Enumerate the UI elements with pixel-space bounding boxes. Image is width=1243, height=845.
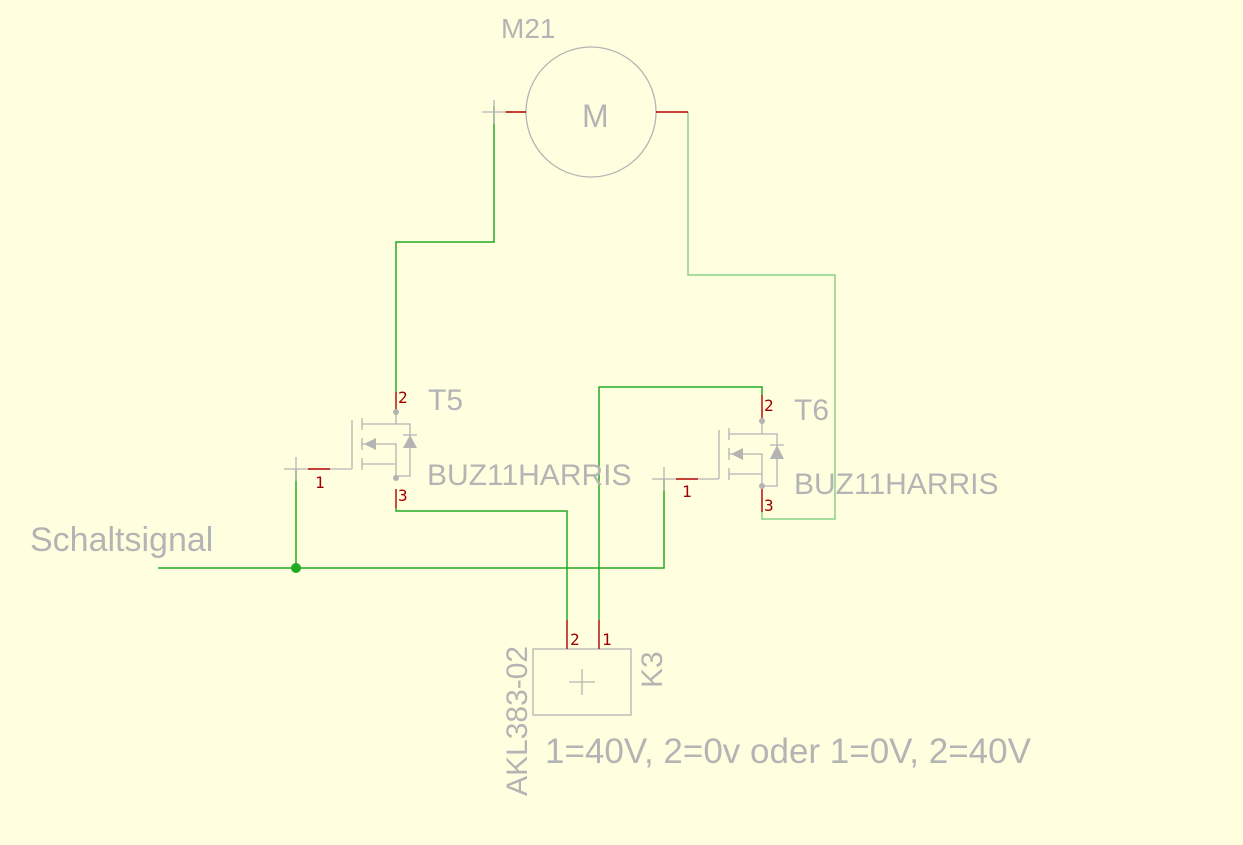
t6-pin2-label: 2 (764, 396, 774, 415)
t5-diode-icon (403, 435, 417, 448)
connector-k3[interactable]: 2 1 K3 AKL383-02 (501, 620, 669, 796)
t5-ref: T5 (428, 384, 463, 417)
k3-value: AKL383-02 (501, 646, 534, 796)
t5-drain-lead (362, 413, 397, 425)
t6-diode-icon (770, 445, 784, 459)
wires (158, 106, 836, 620)
t5-value: BUZ11HARRIS (427, 459, 632, 492)
k3-pin1-label: 1 (602, 630, 612, 649)
k3-ref: K3 (636, 651, 669, 688)
net-label-schaltsignal: Schaltsignal (30, 521, 213, 559)
wire-t5-source-to-k3-pin2[interactable] (395, 508, 568, 620)
motor-ref: M21 (501, 13, 555, 44)
junction-dot (291, 563, 301, 573)
voltage-note: 1=40V, 2=0v oder 1=0V, 2=40V (545, 732, 1032, 771)
wire-t6-drain-to-k3-pin1[interactable] (598, 386, 763, 620)
t5-diode-lead (396, 423, 411, 477)
wire-motor-to-t6-source[interactable] (687, 112, 836, 520)
t6-arrow-icon (731, 448, 743, 460)
motor-symbol: M (582, 98, 609, 134)
t5-body-lead (362, 443, 397, 478)
t6-diode-lead (762, 433, 778, 487)
t6-pin1-label: 1 (682, 482, 692, 501)
t6-pin3-label: 3 (764, 496, 774, 515)
t5-arrow-icon (364, 438, 376, 450)
k3-body (532, 648, 632, 716)
wire-motor-to-t5-drain[interactable] (395, 106, 495, 392)
t5-pin1-label: 1 (315, 473, 325, 492)
transistor-t6[interactable]: 1 2 3 T6 BUZ11HARRIS (652, 394, 999, 515)
t6-node (759, 483, 765, 489)
t5-pin2-label: 2 (398, 388, 408, 407)
motor-m21[interactable]: M21 M (482, 13, 688, 178)
t6-node (759, 418, 765, 424)
t5-node (393, 409, 399, 415)
k3-pin2-label: 2 (570, 630, 580, 649)
t6-value: BUZ11HARRIS (794, 468, 999, 501)
transistor-t5[interactable]: 1 2 3 T5 BUZ11HARRIS (284, 384, 632, 508)
t5-node (393, 475, 399, 481)
t5-pin3-label: 3 (398, 486, 408, 505)
t6-drain-lead (729, 422, 763, 435)
t6-body-lead (729, 453, 763, 484)
wire-schaltsignal[interactable] (158, 479, 665, 569)
t6-ref: T6 (794, 394, 829, 427)
